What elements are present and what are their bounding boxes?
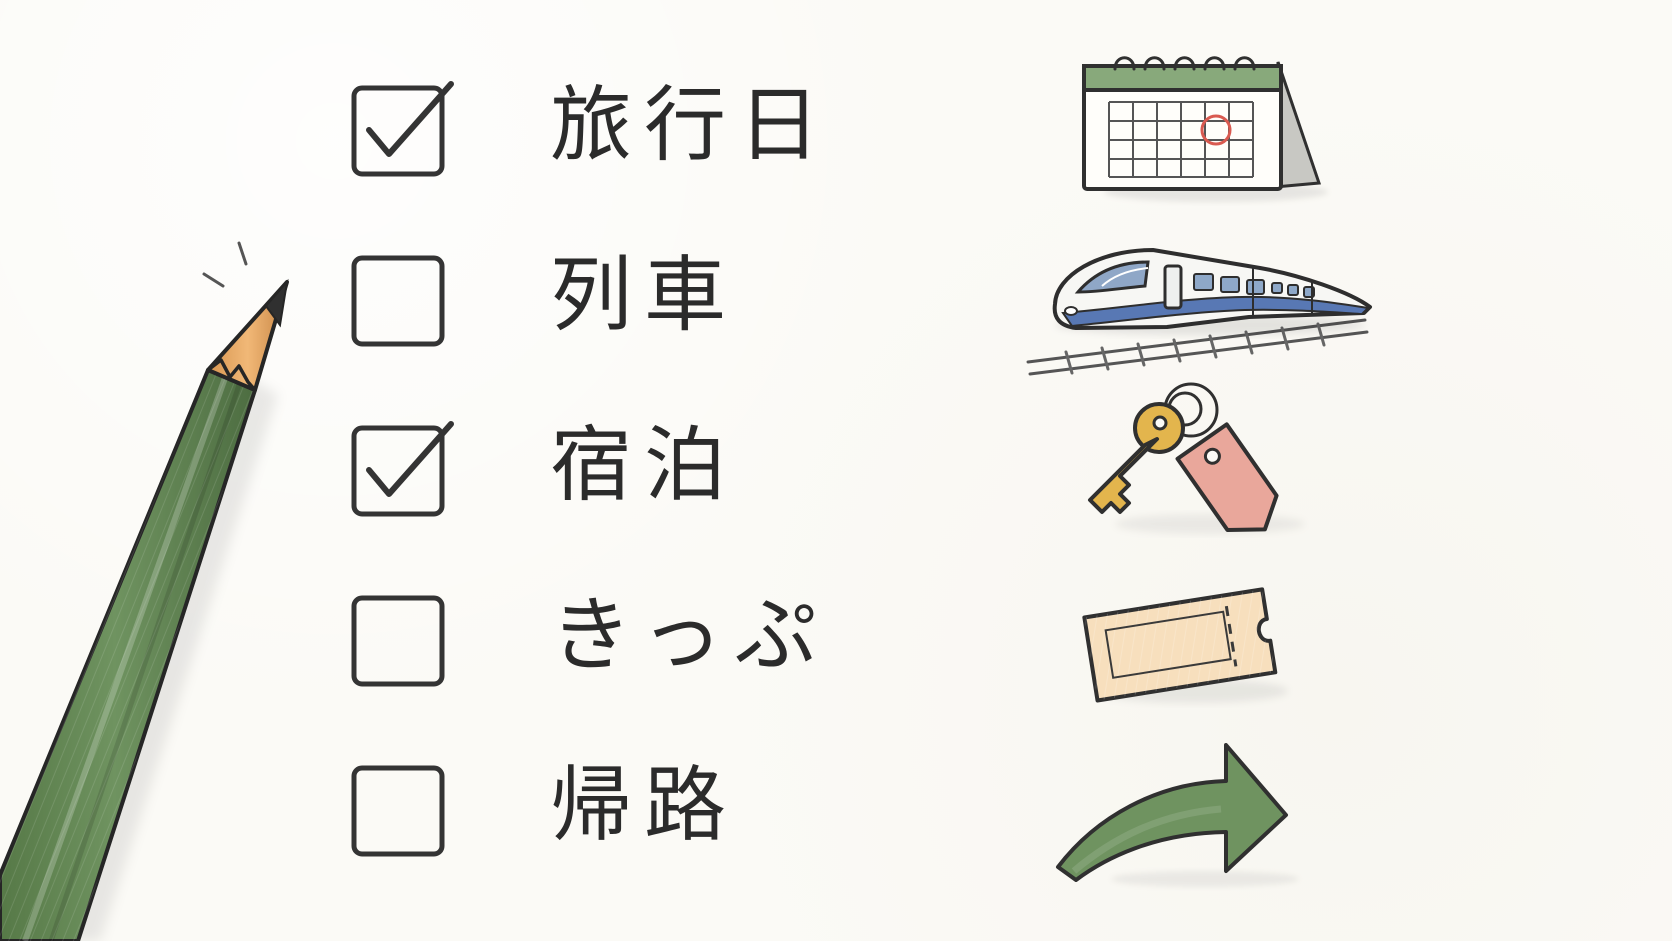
key-tag-icon bbox=[1088, 382, 1305, 534]
empty-box-icon bbox=[351, 765, 445, 857]
checkbox-travel-date[interactable] bbox=[350, 81, 454, 177]
pencil-icon bbox=[0, 241, 289, 941]
checklist-row-lodging: 宿泊 bbox=[350, 410, 890, 520]
empty-box-icon bbox=[351, 255, 445, 347]
checked-box-icon bbox=[351, 421, 454, 517]
checkbox-ticket[interactable] bbox=[350, 592, 445, 687]
checklist-row-train: 列車 bbox=[350, 240, 890, 350]
calendar-icon bbox=[1082, 56, 1328, 202]
checklist-label-train: 列車 bbox=[550, 248, 739, 343]
empty-box-icon bbox=[351, 595, 445, 687]
checklist: 旅行日 列車 宿泊 bbox=[350, 70, 890, 870]
checked-box-icon bbox=[351, 81, 454, 177]
checklist-label-return: 帰路 bbox=[550, 758, 739, 853]
checklist-label-travel-date: 旅行日 bbox=[550, 78, 833, 173]
train-icon bbox=[1026, 248, 1372, 376]
checklist-row-ticket: きっぷ bbox=[350, 580, 890, 690]
checklist-row-return: 帰路 bbox=[350, 750, 890, 860]
checklist-label-ticket: きっぷ bbox=[550, 588, 829, 683]
checkbox-train[interactable] bbox=[350, 252, 445, 347]
checklist-label-lodging: 宿泊 bbox=[550, 418, 739, 513]
checkbox-return[interactable] bbox=[350, 762, 445, 857]
ticket-icon bbox=[1082, 587, 1288, 703]
checklist-row-travel-date: 旅行日 bbox=[350, 70, 890, 180]
return-arrow-icon bbox=[1056, 743, 1299, 887]
checkbox-lodging[interactable] bbox=[350, 421, 454, 517]
